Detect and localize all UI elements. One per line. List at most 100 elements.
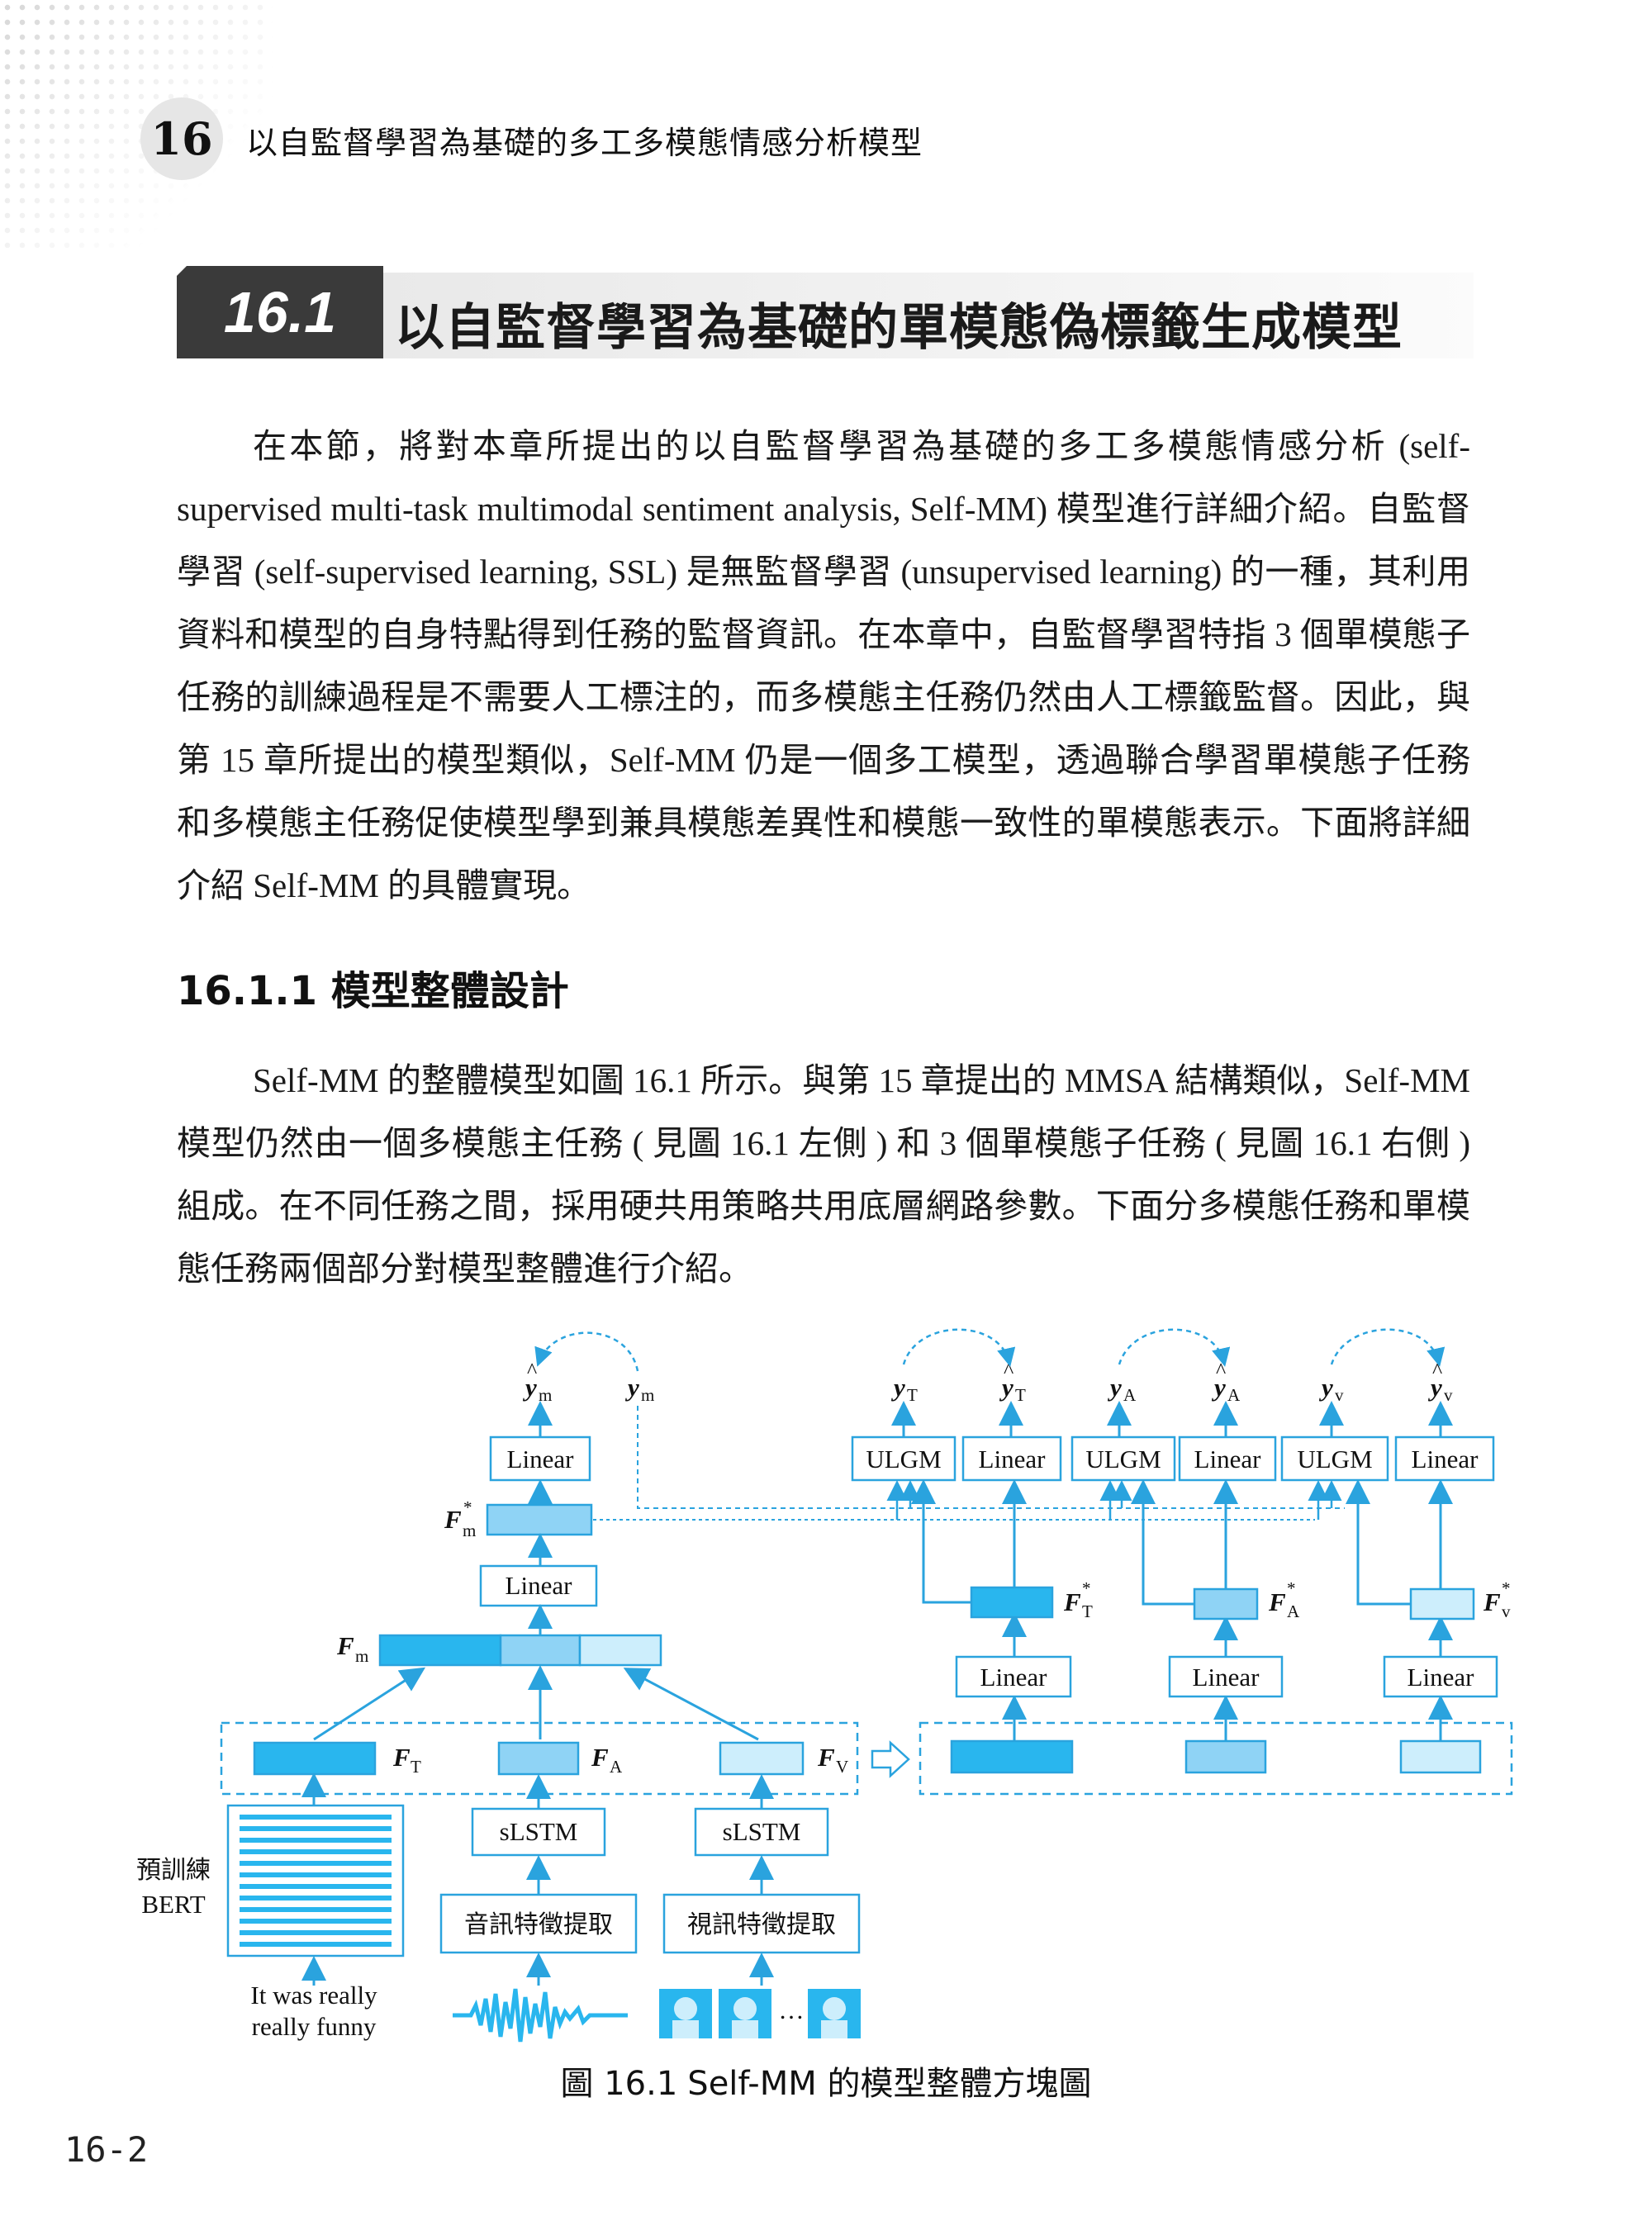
F-m-label: F m [336, 1631, 368, 1666]
svg-text:T: T [1082, 1602, 1093, 1621]
svg-text:y: y [624, 1373, 639, 1402]
svg-text:y: y [1107, 1373, 1122, 1402]
svg-text:^: ^ [1432, 1359, 1442, 1383]
bert-label-line1: 預訓練 [136, 1856, 211, 1885]
feature-container-right [919, 1721, 1513, 1796]
unimodal-A-input [1184, 1739, 1267, 1774]
F-m-star-label: F m * [444, 1497, 476, 1540]
F-T-block [253, 1741, 377, 1776]
svg-text:F: F [1268, 1587, 1286, 1616]
self-mm-diagram: y ^ m y m y T y ^ T y A y ^ A y v [136, 1328, 1513, 2043]
subsection-title: 模型整體設計 [330, 968, 569, 1014]
svg-text:V: V [836, 1757, 848, 1777]
F-V-block [719, 1741, 805, 1776]
F-A-block [497, 1741, 580, 1776]
unimodal-branches: Linear F T * Linear F A * Linear F v [593, 1406, 1511, 1741]
svg-text:F: F [817, 1743, 835, 1772]
subsection-number: 16.1.1 [177, 968, 318, 1014]
figure-caption-label: 圖 16.1 [560, 2065, 678, 2103]
y-v-label: y v [1318, 1373, 1344, 1405]
section-number-tab [177, 266, 383, 358]
linear-top-mm: Linear [507, 1445, 575, 1473]
subsection-heading: 16.1.1 模型整體設計 [177, 958, 569, 1016]
input-encoders: 預訓練 BERT It was really really funny sLST… [136, 1772, 861, 2043]
y-hat-m-label: y ^ m [522, 1359, 552, 1405]
video-feature-extraction: 視訊特徵提取 [687, 1910, 836, 1939]
F-T-star-label: F T * [1063, 1578, 1093, 1621]
figure-caption-text: Self-MM 的模型整體方塊圖 [687, 2065, 1092, 2103]
y-hat-T-label: y ^ T [999, 1359, 1026, 1405]
linear-v-top: Linear [1412, 1445, 1479, 1473]
y-T-label: y T [890, 1373, 918, 1405]
chapter-title: 以自監督學習為基礎的多工多模態情感分析模型 [246, 125, 923, 161]
svg-text:y: y [890, 1373, 905, 1402]
ulgm-T: ULGM [866, 1445, 941, 1473]
svg-text:F: F [591, 1743, 609, 1772]
chapter-badge [140, 97, 223, 180]
svg-text:m: m [355, 1646, 368, 1666]
multimodal-branch: Linear F m * Linear F m [313, 1435, 759, 1741]
F-m-audio-part [499, 1634, 582, 1667]
video-frame-thumbnails: … [659, 1989, 861, 2038]
F-v-star-label: F v * [1483, 1578, 1511, 1621]
linear-T-top: Linear [979, 1445, 1047, 1473]
F-m-text-part [378, 1634, 502, 1667]
svg-text:A: A [1123, 1385, 1137, 1405]
svg-text:*: * [463, 1497, 472, 1517]
svg-text:v: v [1502, 1602, 1511, 1621]
svg-text:m: m [539, 1385, 552, 1405]
svg-text:F: F [336, 1631, 354, 1660]
section-title-bar [383, 273, 1474, 358]
svg-text:…: … [779, 1995, 805, 2024]
svg-text:y: y [522, 1373, 537, 1402]
svg-text:F: F [444, 1505, 462, 1534]
y-m-label: y m [624, 1373, 654, 1405]
y-hat-A-label: y ^ A [1211, 1359, 1241, 1405]
output-arrows [528, 1401, 1453, 1437]
svg-text:y: y [1427, 1373, 1442, 1402]
model-paragraph: Self-MM 的整體模型如圖 16.1 所示。與第 15 章提出的 MMSA … [177, 1061, 1470, 1288]
linear-mid-mm: Linear [506, 1571, 573, 1600]
slstm-audio: sLSTM [500, 1817, 578, 1846]
F-V-label: F V [817, 1743, 848, 1777]
svg-text:T: T [907, 1385, 918, 1405]
y-A-label: y A [1107, 1373, 1137, 1405]
svg-text:*: * [1502, 1578, 1511, 1598]
svg-text:^: ^ [1004, 1359, 1014, 1383]
svg-text:T: T [411, 1757, 421, 1777]
bert-label-line2: BERT [141, 1890, 205, 1919]
hollow-arrow-icon [871, 1740, 910, 1778]
svg-text:y: y [999, 1373, 1014, 1402]
svg-text:y: y [1318, 1373, 1333, 1402]
svg-text:*: * [1287, 1578, 1296, 1598]
svg-text:A: A [610, 1757, 623, 1777]
svg-text:*: * [1082, 1578, 1091, 1598]
output-labels: y ^ m y m y T y ^ T y A y ^ A y v [522, 1359, 1453, 1405]
intro-paragraph: 在本節，將對本章所提出的以自監督學習為基礎的多工多模態情感分析 (self-su… [177, 427, 1470, 904]
y-hat-v-label: y ^ v [1427, 1359, 1453, 1405]
linear-V-lower: Linear [1408, 1663, 1475, 1692]
slstm-video: sLSTM [723, 1817, 801, 1846]
F-T-label: F T [392, 1743, 421, 1777]
svg-text:^: ^ [527, 1359, 537, 1383]
audio-feature-extraction: 音訊特徵提取 [464, 1910, 613, 1939]
top-row-boxes: ULGM Linear ULGM Linear ULGM Linear [851, 1435, 1495, 1482]
audio-waveform-icon [453, 1988, 628, 2043]
chapter-number: 16 [150, 112, 213, 165]
F-A-star-label: F A * [1268, 1578, 1300, 1621]
ulgm-v: ULGM [1297, 1445, 1372, 1473]
svg-text:T: T [1015, 1385, 1026, 1405]
linear-A-top: Linear [1194, 1445, 1262, 1473]
svg-text:F: F [1063, 1587, 1081, 1616]
svg-text:y: y [1211, 1373, 1226, 1402]
ulgm-A: ULGM [1085, 1445, 1161, 1473]
svg-text:A: A [1287, 1602, 1300, 1621]
F-A-label: F A [591, 1743, 623, 1777]
F-T-star-block [970, 1586, 1054, 1619]
input-text-line2: really funny [252, 2012, 377, 2041]
dashed-curve-arrows [534, 1328, 1446, 1372]
page-number: 16-2 [64, 2129, 149, 2170]
svg-text:v: v [1444, 1385, 1453, 1405]
unimodal-T-input [950, 1739, 1074, 1774]
